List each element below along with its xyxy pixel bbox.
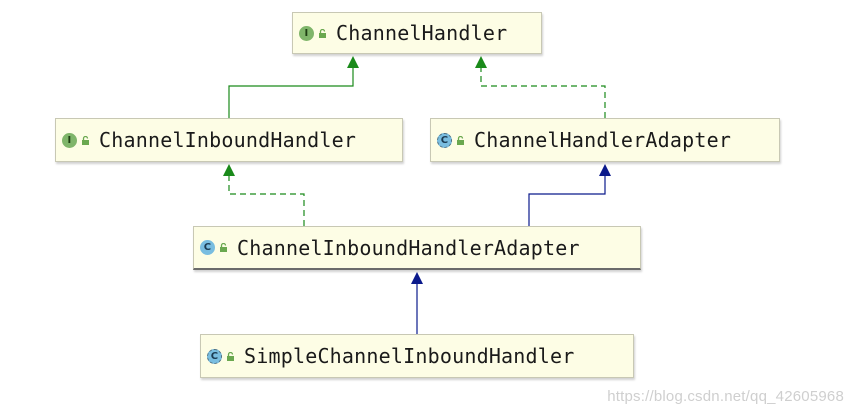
abstract-class-icon: C bbox=[437, 132, 452, 148]
edge-implements-line bbox=[228, 176, 305, 226]
node-channel-handler[interactable]: I ChannelHandler bbox=[292, 12, 542, 54]
class-icon: C bbox=[200, 240, 215, 255]
abstract-class-icon: C bbox=[207, 348, 222, 364]
edge-implements-line bbox=[480, 68, 606, 118]
lock-icon bbox=[457, 135, 464, 145]
node-label: ChannelHandlerAdapter bbox=[474, 128, 732, 152]
edge-arrowhead bbox=[475, 56, 487, 68]
edge-arrowhead bbox=[599, 164, 611, 176]
edge-arrowhead bbox=[411, 272, 423, 284]
node-label: ChannelInboundHandlerAdapter bbox=[237, 235, 580, 260]
interface-icon: I bbox=[62, 132, 77, 148]
node-channel-inbound-handler[interactable]: I ChannelInboundHandler bbox=[55, 118, 403, 162]
node-label: ChannelHandler bbox=[336, 21, 508, 45]
lock-icon bbox=[82, 135, 89, 145]
node-channel-inbound-handler-adapter[interactable]: C ChannelInboundHandlerAdapter bbox=[193, 226, 641, 270]
lock-icon bbox=[220, 243, 227, 252]
node-simple-channel-inbound-handler[interactable]: C SimpleChannelInboundHandler bbox=[200, 334, 634, 378]
edge-arrowhead bbox=[347, 56, 359, 68]
interface-icon: I bbox=[299, 25, 314, 41]
node-channel-handler-adapter[interactable]: C ChannelHandlerAdapter bbox=[430, 118, 780, 162]
lock-icon bbox=[319, 28, 326, 38]
edge-extends-line bbox=[228, 68, 354, 118]
node-label: ChannelInboundHandler bbox=[99, 128, 357, 152]
edge-arrowhead bbox=[223, 164, 235, 176]
node-label: SimpleChannelInboundHandler bbox=[244, 344, 575, 368]
watermark: https://blog.csdn.net/qq_42605968 bbox=[607, 388, 844, 405]
edge-extends-line bbox=[528, 176, 606, 226]
lock-icon bbox=[227, 351, 234, 361]
